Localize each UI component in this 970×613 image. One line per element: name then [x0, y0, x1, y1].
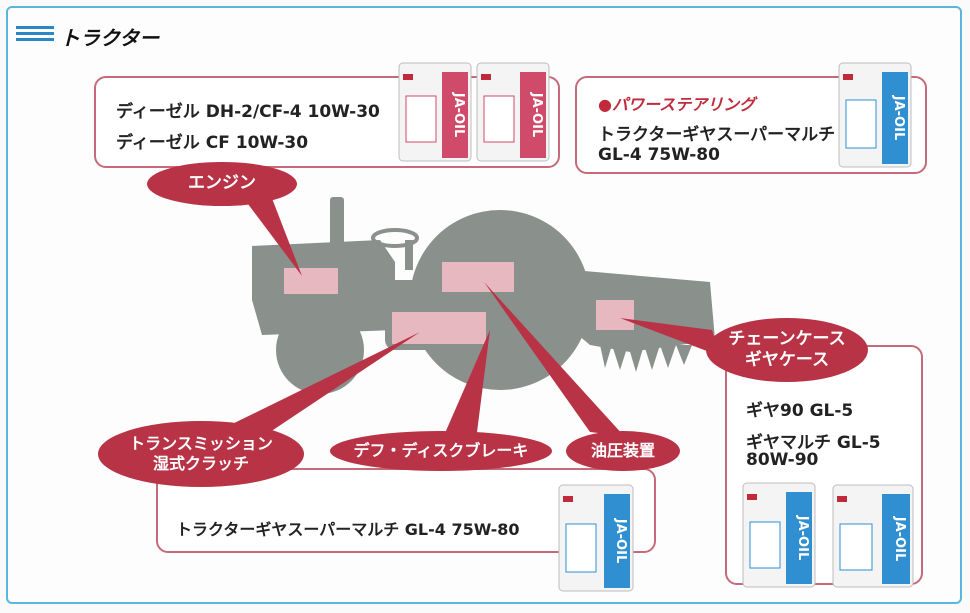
can-brand-label: JA-OIL	[891, 95, 906, 140]
page-title: トラクター	[60, 26, 160, 50]
chain-case-line3: 80W-90	[746, 450, 819, 470]
chain-case-callout: チェーンケースギヤケース	[706, 318, 868, 382]
transmission-callout-line2: 湿式クラッチ	[152, 454, 249, 473]
can-brand-label: JA-OIL	[795, 515, 810, 560]
gear-multi-oil-can: JA-OIL	[832, 484, 914, 588]
engine-oil-can-1: JA-OIL	[398, 62, 472, 162]
power-steering-line1: トラクターギヤスーパーマルチ	[598, 125, 836, 145]
chain-case-line1: ギヤ90 GL-5	[746, 401, 854, 421]
transmission-callout-line1: トランスミッション	[129, 434, 273, 453]
power-steering-line2: GL-4 75W-80	[598, 145, 720, 165]
menu-lines-icon	[16, 26, 54, 48]
transmission-oil-can: JA-OIL	[558, 484, 634, 592]
engine-oil-can-2: JA-OIL	[476, 62, 550, 162]
can-brand-label: JA-OIL	[613, 518, 628, 563]
power-steering-oil-can: JA-OIL	[838, 62, 912, 168]
power-steering-heading: ●パワーステアリング	[598, 95, 756, 114]
engine-oil-line1: ディーゼル DH-2/CF-4 10W-30	[116, 102, 380, 122]
engine-oil-line2: ディーゼル CF 10W-30	[116, 133, 309, 153]
transmission-line1: トラクターギヤスーパーマルチ GL-4 75W-80	[176, 520, 520, 539]
transmission-callout: トランスミッション湿式クラッチ	[98, 421, 304, 487]
gear90-oil-can: JA-OIL	[742, 482, 816, 588]
chain-case-line2: ギヤマルチ GL-5	[746, 433, 881, 453]
can-brand-label: JA-OIL	[451, 92, 466, 137]
hydraulic-callout: 油圧装置	[566, 431, 680, 471]
chain-case-callout-line1: チェーンケース	[728, 328, 846, 349]
diff-brake-callout: デフ・ディスクブレーキ	[330, 431, 552, 471]
can-brand-label: JA-OIL	[529, 92, 544, 137]
can-brand-label: JA-OIL	[892, 516, 907, 561]
chain-case-callout-line2: ギヤケース	[744, 350, 830, 370]
engine-callout: エンジン	[147, 162, 297, 206]
